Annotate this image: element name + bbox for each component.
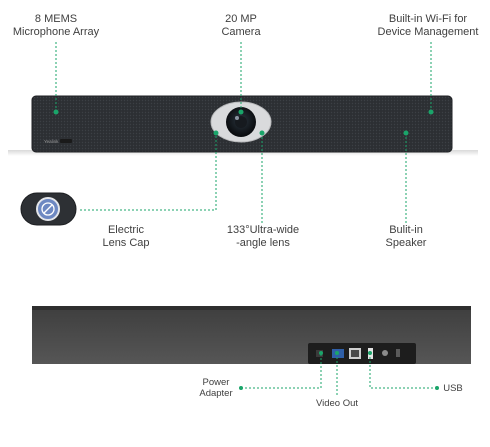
label-lens-cap: Electric Lens Cap [90,224,162,250]
front-device: Yealink [8,95,478,156]
lens-cap-callout-line [80,133,217,211]
label-camera: 20 MP Camera [206,13,276,39]
label-video-out-line1: Video Out [315,398,359,409]
label-wifi-line1: Built-in Wi-Fi for [388,13,468,25]
label-wifi: Built-in Wi-Fi for Device Management [368,13,488,39]
label-speaker-line2: Speaker [385,237,427,249]
port-panel [308,343,416,364]
label-mic-array-line2: Microphone Array [12,26,100,38]
usb-callout-dot [435,386,439,390]
label-lens-line2: -angle lens [236,237,290,249]
usb-port-dot [368,351,372,355]
label-wifi-line2: Device Management [377,26,479,38]
label-power-line2: Adapter [199,388,233,399]
label-lens-line1: 133°Ultra-wide [226,224,300,236]
label-speaker-line1: Bulit-in [389,224,423,236]
power-port-dot [319,351,323,355]
brand-logo: Yealink [44,139,59,144]
speaker-callout-dot [403,130,409,136]
label-usb: USB [438,383,468,394]
mic-callout-dot [53,109,59,115]
label-speaker: Bulit-in Speaker [376,224,436,250]
lens-cap-inset [20,192,77,226]
video-port-dot [335,351,339,355]
label-mic-array-line1: 8 MEMS [34,13,78,25]
power-callout-dot [239,386,243,390]
label-lens-cap-line1: Electric [107,224,145,236]
lens-cap-callout-dot [213,130,219,136]
label-camera-line1: 20 MP [225,13,257,25]
wifi-callout-dot [428,109,434,115]
label-power-line1: Power [202,377,230,388]
camera-callout-dot [238,109,244,115]
label-video-out: Video Out [306,398,368,409]
label-lens: 133°Ultra-wide -angle lens [216,224,310,250]
label-mic-array: 8 MEMS Microphone Array [4,13,108,39]
label-usb-line1: USB [443,383,463,394]
power-callout-line [241,353,322,389]
label-camera-line2: Camera [221,26,261,38]
lens-callout-dot [259,130,265,136]
label-power: Power Adapter [190,377,242,399]
rear-device [32,306,471,364]
label-lens-cap-line2: Lens Cap [102,237,150,249]
